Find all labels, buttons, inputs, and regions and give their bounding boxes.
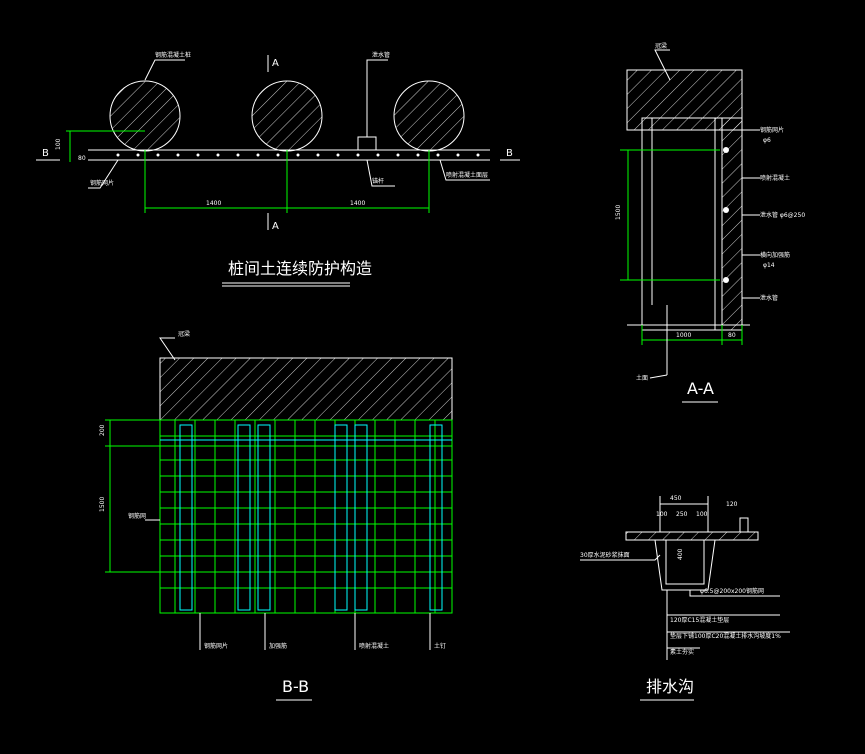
aa-dim-80: 80	[728, 332, 736, 339]
drain-dim-2: 250	[676, 511, 688, 518]
bb-bottom-label-3: 土钉	[434, 642, 446, 650]
bb-bottom-label-1: 加强筋	[269, 642, 287, 650]
drain-label-rebar: φ6.5@200x200钢筋网	[700, 587, 764, 595]
plan-drain-label: 泄水管	[372, 51, 390, 59]
aa-label-4: 横向加强筋	[760, 251, 790, 259]
plan-anchor-label: 锚杆	[372, 177, 384, 185]
drain-dim-3: 100	[696, 511, 708, 518]
plan-dim-right: 1400	[350, 200, 365, 207]
plan-dim-thickness: 100	[55, 138, 62, 150]
aa-bottom-label: 土面	[636, 374, 648, 382]
plan-section-b-left: B	[42, 148, 49, 159]
plan-view: A A B B 1400 1400 100 80 钢筋混凝土桩 泄水管 钢筋网片…	[36, 51, 520, 287]
drain-note-1: 垫层下铺100厚C20混凝土排水沟坡度1%	[670, 632, 781, 640]
plan-title: 桩间土连续防护构造	[228, 259, 372, 278]
aa-title: A-A	[687, 379, 714, 398]
pile-3	[393, 80, 465, 152]
plan-section-b-right: B	[506, 148, 513, 159]
drain-dim-0: 450	[670, 495, 682, 502]
bb-dim-top: 200	[99, 424, 106, 436]
drain-detail: 450 100 250 100 120 400 30厚水泥砂浆抹面 φ6.5@2…	[580, 495, 790, 701]
drain-label-left: 30厚水泥砂浆抹面	[580, 551, 630, 559]
aa-label-5: φ14	[763, 262, 775, 269]
aa-dim-height: 1500	[615, 205, 622, 220]
drain-note-0: 120厚C15混凝土垫层	[670, 616, 729, 624]
plan-mesh-label: 钢筋网片	[90, 179, 114, 187]
plan-section-a-top: A	[272, 58, 279, 69]
drain-dim-5: 400	[677, 548, 684, 560]
drain-dim-4: 120	[726, 501, 738, 508]
facing-dots	[116, 153, 480, 157]
aa-label-6: 泄水管	[760, 294, 778, 302]
section-aa: 冠梁 钢筋网片 φ6 喷射混凝土 泄水管 φ6@250 横向加强筋 φ14 泄水…	[615, 42, 805, 403]
bb-title: B-B	[282, 677, 309, 696]
aa-label-2: 喷射混凝土	[760, 174, 790, 182]
bb-dim-main: 1500	[99, 497, 106, 512]
plan-pile-label: 钢筋混凝土桩	[155, 51, 191, 59]
plan-dim-80: 80	[78, 155, 86, 162]
pile-2	[251, 80, 323, 152]
plan-spray-label: 喷射混凝土面层	[446, 171, 488, 179]
bb-left-label: 钢筋网	[128, 512, 146, 520]
drain-dim-1: 100	[656, 511, 668, 518]
aa-label-3: 泄水管 φ6@250	[760, 211, 805, 219]
plan-section-a-bottom: A	[272, 221, 279, 232]
aa-label-0: 钢筋网片	[760, 126, 784, 134]
drain-title: 排水沟	[646, 677, 694, 696]
bb-top-label: 冠梁	[178, 330, 190, 338]
aa-label-1: φ6	[763, 137, 771, 144]
bb-bottom-label-2: 喷射混凝土	[359, 642, 389, 650]
bb-bottom-label-0: 钢筋网片	[204, 642, 228, 650]
pile-1	[109, 80, 181, 152]
plan-dim-left: 1400	[206, 200, 221, 207]
aa-top-label: 冠梁	[655, 42, 667, 50]
drain-note-2: 素土夯实	[670, 648, 694, 656]
aa-dim-width: 1000	[676, 332, 691, 339]
section-bb: 200 1500 钢筋网 冠梁 钢筋网片 加强筋 喷射混凝土 土钉 B-B	[99, 330, 453, 701]
